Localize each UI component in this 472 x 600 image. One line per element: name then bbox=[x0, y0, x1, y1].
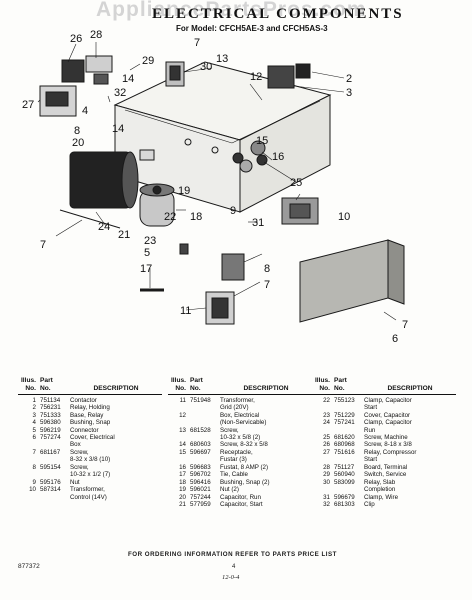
callout-7-right: 7 bbox=[264, 279, 270, 291]
date-mark: 12-0-4 bbox=[222, 574, 240, 581]
callout-4: 4 bbox=[82, 105, 88, 117]
callout-22: 22 bbox=[164, 211, 176, 223]
callout-6: 6 bbox=[392, 333, 398, 345]
callout-13: 13 bbox=[216, 53, 228, 65]
callout-18: 18 bbox=[190, 211, 202, 223]
callout-11: 11 bbox=[180, 305, 191, 317]
contactor bbox=[205, 291, 235, 325]
callout-20: 20 bbox=[72, 137, 84, 149]
electrical-box-cover bbox=[299, 239, 405, 323]
callout-19: 19 bbox=[178, 185, 190, 197]
document-number: 877372 bbox=[18, 563, 40, 570]
grid-transformer bbox=[221, 253, 245, 281]
control-transformer bbox=[281, 197, 319, 225]
service-switch bbox=[165, 61, 185, 87]
callout-26: 26 bbox=[70, 33, 82, 45]
connector bbox=[179, 243, 189, 255]
callout-27: 27 bbox=[22, 99, 34, 111]
callout-14-mid: 14 bbox=[112, 123, 124, 135]
parts-list-header: Illus. No. Part No. DESCRIPTION bbox=[18, 377, 162, 395]
callout-7-left: 7 bbox=[40, 239, 46, 251]
callout-28: 28 bbox=[90, 29, 102, 41]
parts-list-header: Illus. No. Part No. DESCRIPTION bbox=[168, 377, 312, 395]
callout-10: 10 bbox=[338, 211, 350, 223]
callout-31: 31 bbox=[252, 217, 264, 229]
page-number: 4 bbox=[232, 564, 236, 570]
page-title: ELECTRICAL COMPONENTS bbox=[152, 6, 404, 22]
callout-17: 17 bbox=[140, 263, 152, 275]
callout-30: 30 bbox=[200, 61, 212, 73]
callout-25: 25 bbox=[290, 177, 302, 189]
holding-relay bbox=[267, 63, 311, 89]
callout-23: 23 bbox=[144, 235, 156, 247]
callout-9: 9 bbox=[230, 205, 236, 217]
callout-15: 15 bbox=[256, 135, 268, 147]
start-capacitor bbox=[139, 183, 175, 227]
callout-12: 12 bbox=[250, 71, 262, 83]
model-subtitle: For Model: CFCH5AE-3 and CFCH5AS-3 bbox=[176, 24, 328, 33]
callout-3: 3 bbox=[346, 87, 352, 99]
callout-14-top: 14 bbox=[122, 73, 134, 85]
callout-21: 21 bbox=[118, 229, 130, 241]
callout-24: 24 bbox=[98, 221, 110, 233]
terminal-board-assembly bbox=[61, 55, 113, 85]
callout-29: 29 bbox=[142, 55, 154, 67]
ordering-note: FOR ORDERING INFORMATION REFER TO PARTS … bbox=[128, 551, 337, 558]
callout-8-left: 8 bbox=[74, 125, 80, 137]
callout-7-top: 7 bbox=[194, 37, 200, 49]
callout-32: 32 bbox=[114, 87, 126, 99]
exploded-view-diagram: 26 28 29 30 7 13 12 14 2 3 27 32 4 8 14 … bbox=[22, 29, 408, 345]
callout-5: 5 bbox=[144, 247, 150, 259]
callout-7-cover: 7 bbox=[402, 319, 408, 331]
watermark: AppliancePartsPros.com bbox=[96, 0, 367, 21]
compressor-start-relay bbox=[39, 85, 77, 117]
callout-labels: 26 28 29 30 7 13 12 14 2 3 27 32 4 8 14 … bbox=[22, 29, 408, 345]
parts-list-header: Illus. No. Part No. DESCRIPTION bbox=[312, 377, 456, 395]
callout-8-right: 8 bbox=[264, 263, 270, 275]
callout-16: 16 bbox=[272, 151, 284, 163]
run-capacitor bbox=[59, 151, 139, 229]
callout-2: 2 bbox=[346, 73, 352, 85]
